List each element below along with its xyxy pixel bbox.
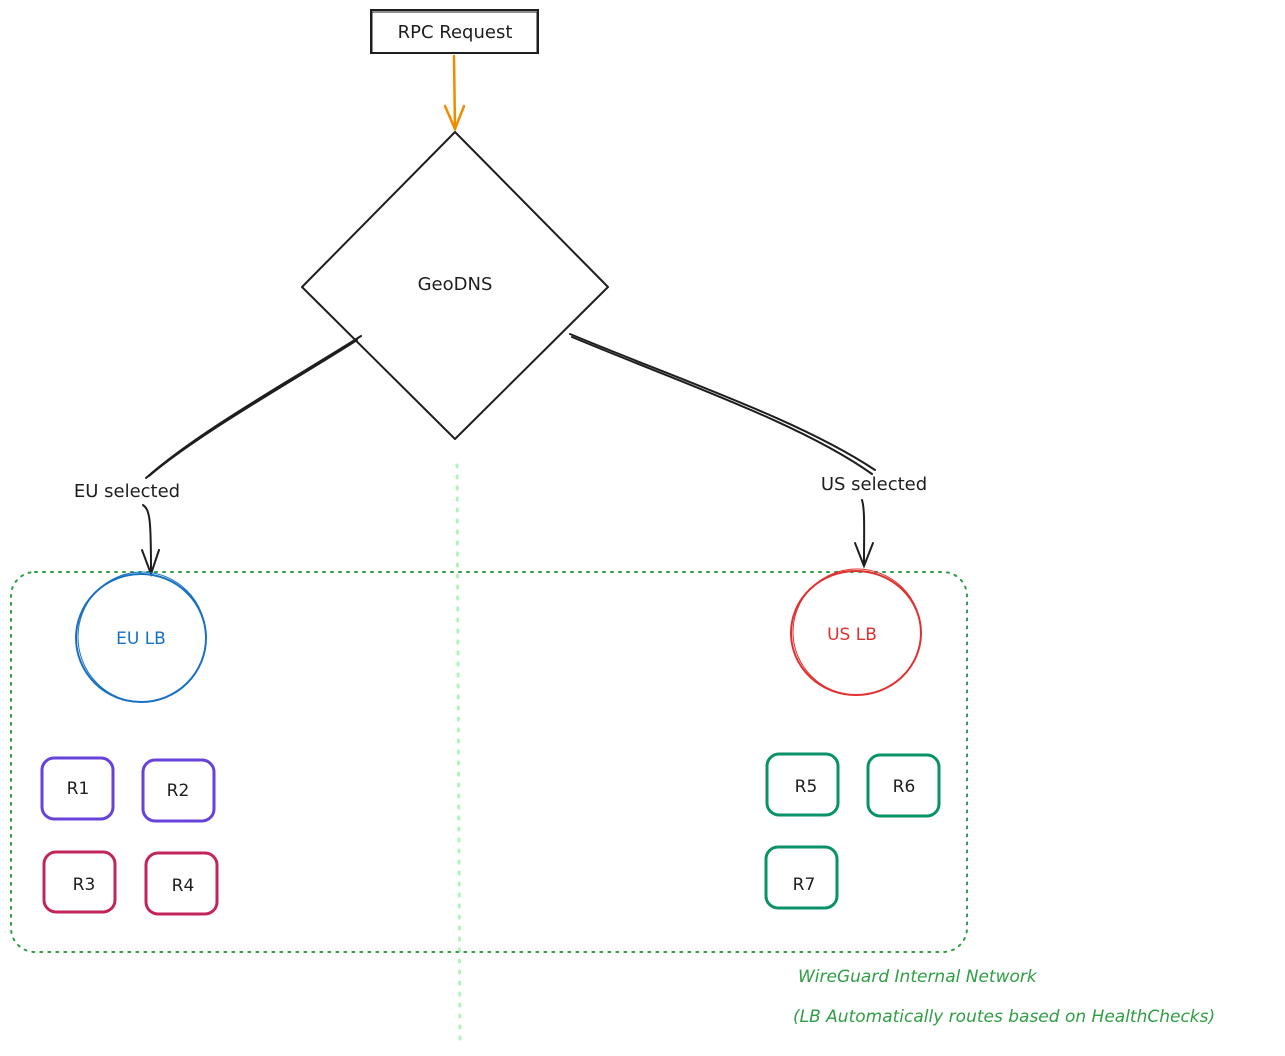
node-label: R7	[793, 875, 816, 895]
rpc-request-label: RPC Request	[398, 22, 513, 43]
node-label: R2	[167, 781, 190, 801]
network-subtitle: (LB Automatically routes based on Health…	[793, 1007, 1215, 1027]
node-label: R6	[893, 777, 916, 797]
us-selected-label: US selected	[821, 474, 927, 495]
eu-branch-connector	[145, 335, 362, 479]
node-label: R4	[172, 876, 195, 896]
eu-node-r2: R2	[141, 758, 216, 823]
wireguard-network-boundary	[10, 571, 968, 953]
request-arrow	[443, 54, 466, 133]
network-title: WireGuard Internal Network	[798, 967, 1038, 987]
eu-lb-label: EU LB	[116, 629, 166, 649]
us-node-r6: R6	[866, 753, 941, 818]
geodns-label: GeoDNS	[418, 274, 493, 295]
us-load-balancer: US LB	[790, 568, 922, 696]
node-label: R1	[67, 779, 90, 799]
geodns-decision-node: GeoDNS	[301, 131, 609, 440]
eu-load-balancer: EU LB	[75, 571, 207, 703]
eu-node-r3: R3	[42, 850, 117, 914]
region-divider	[455, 463, 462, 1047]
node-label: R3	[73, 875, 96, 895]
eu-node-r1: R1	[40, 756, 115, 821]
us-branch-connector	[569, 333, 876, 475]
eu-node-r4: R4	[144, 851, 219, 916]
us-lb-label: US LB	[827, 625, 877, 645]
rpc-request-node: RPC Request	[370, 9, 539, 54]
eu-arrow	[141, 504, 160, 577]
us-node-r7: R7	[764, 845, 839, 910]
us-node-r5: R5	[765, 752, 840, 817]
eu-selected-label: EU selected	[74, 481, 180, 502]
node-label: R5	[795, 777, 818, 797]
us-arrow	[854, 499, 874, 569]
